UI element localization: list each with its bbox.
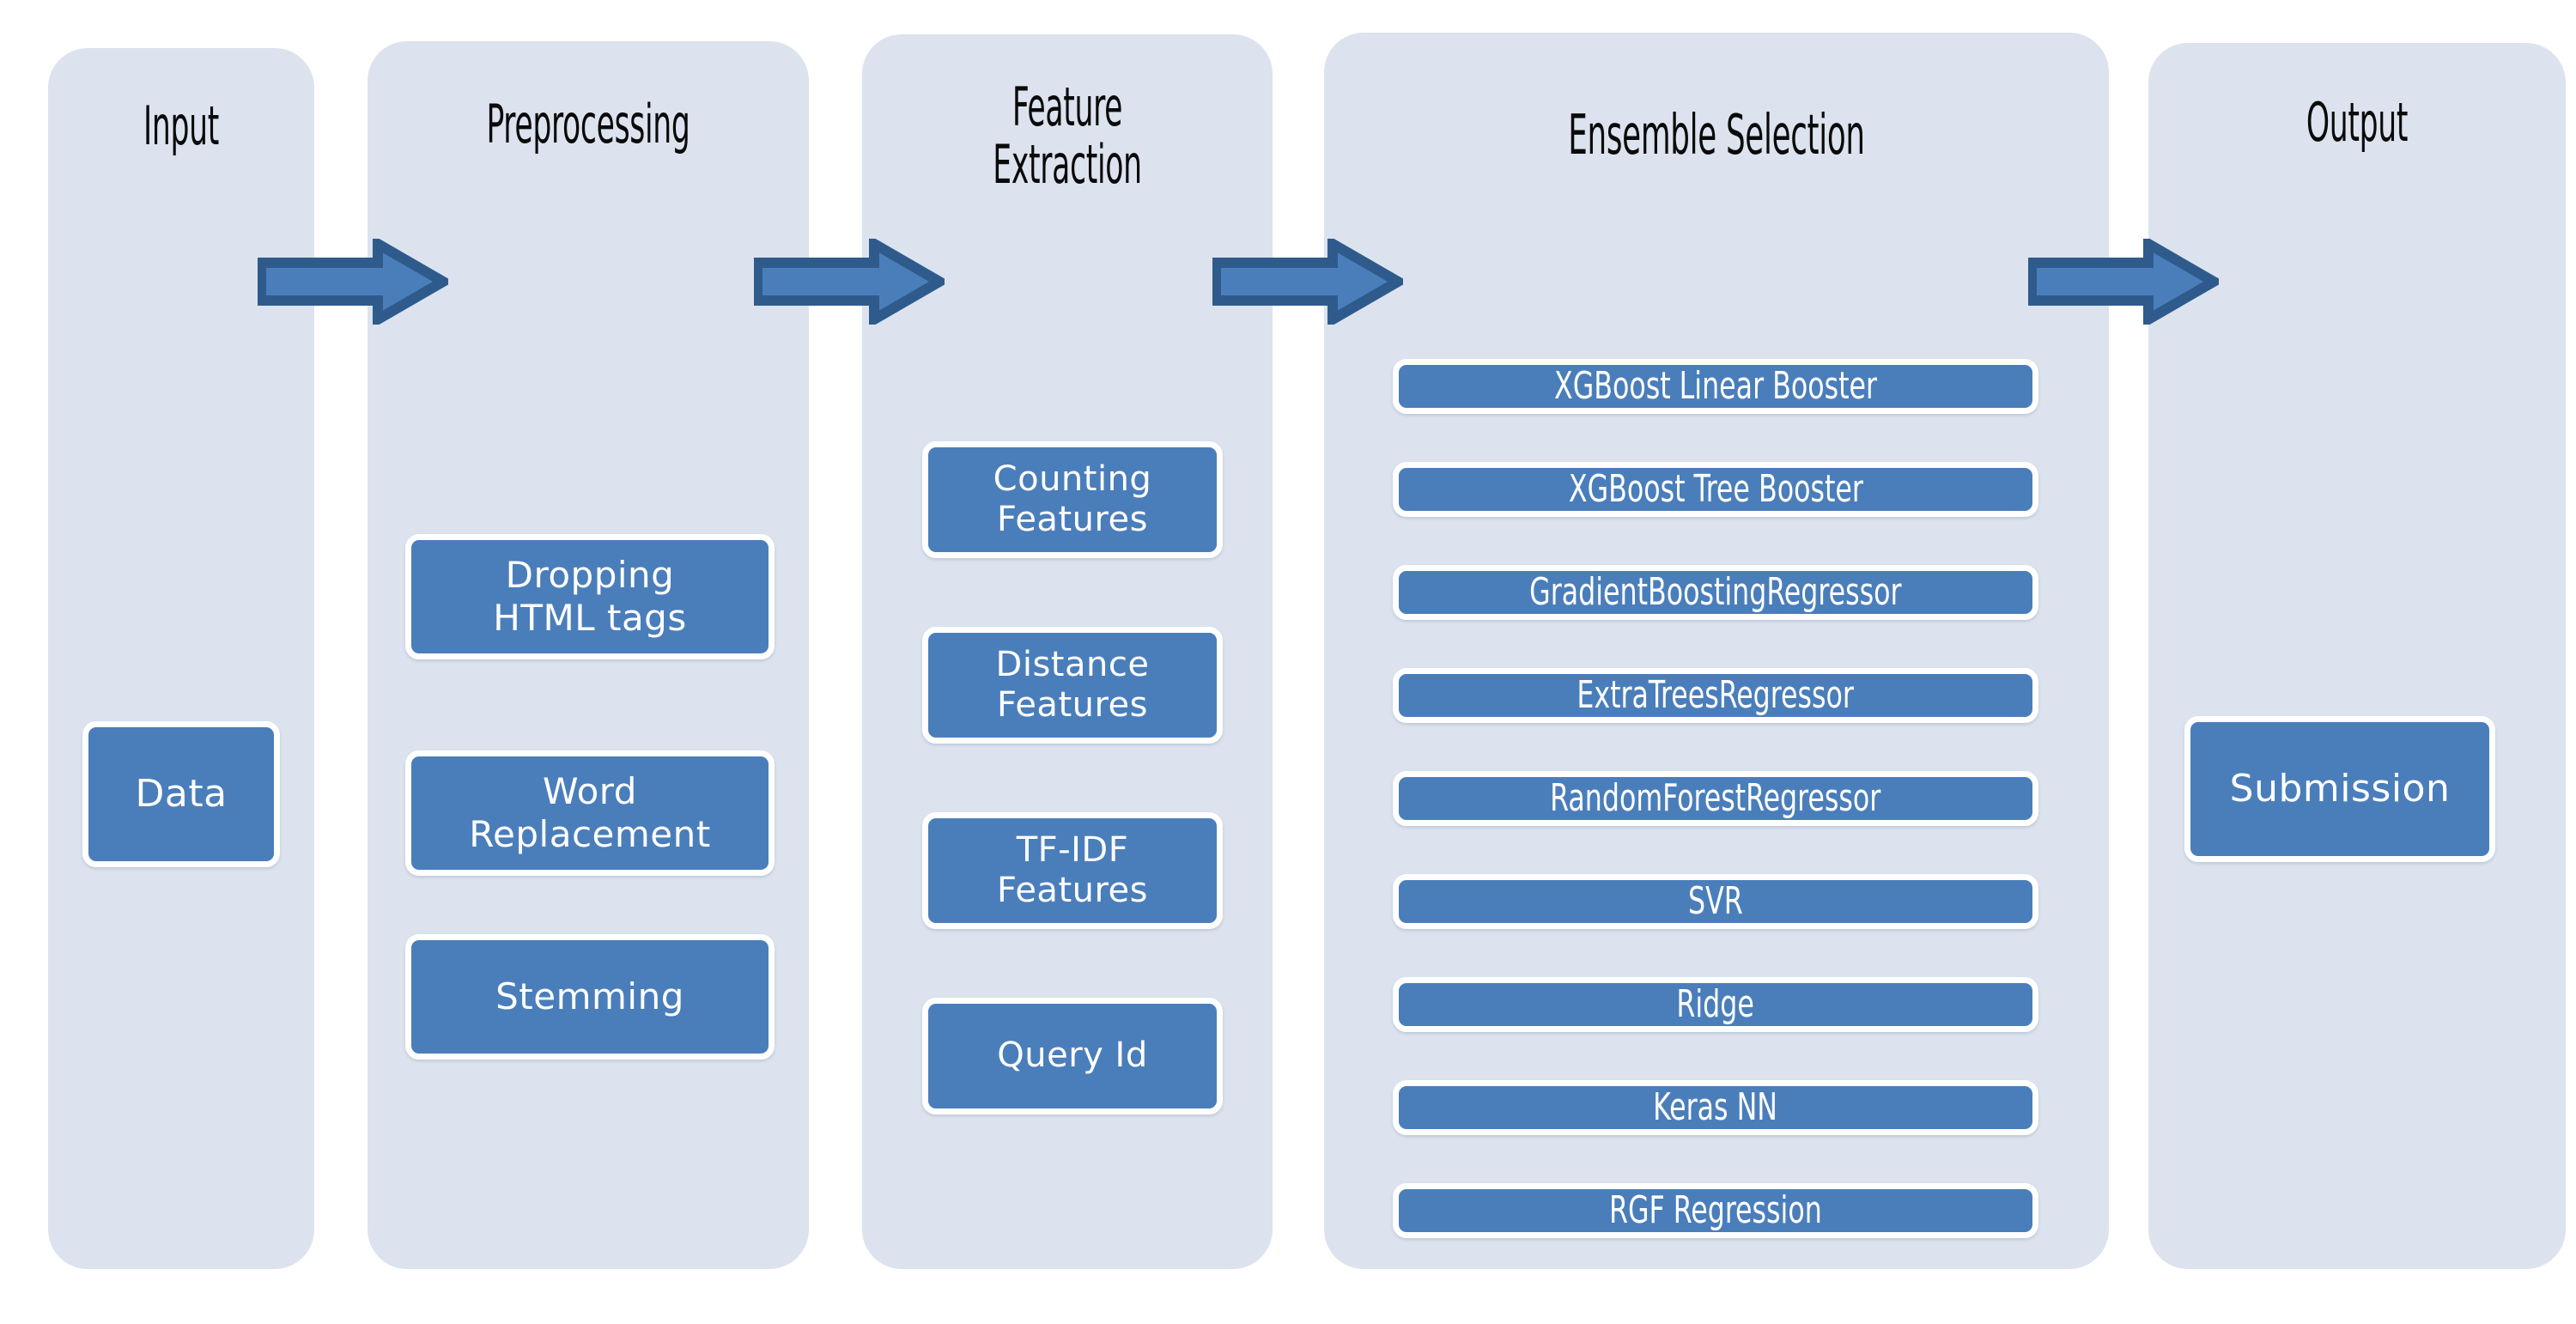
item-stemming-label: Stemming [495, 975, 684, 1018]
item-stemming: Stemming [405, 934, 775, 1060]
item-svr: SVR [1393, 874, 2038, 929]
item-gradient-boosting-regressor-label: GradientBoostingRegressor [1529, 570, 1902, 615]
arrow-preprocessing-to-feature-extraction [754, 239, 945, 325]
arrow-input-to-preprocessing [258, 239, 448, 325]
item-data: Data [82, 721, 280, 867]
item-extra-trees-regressor: ExtraTreesRegressor [1393, 668, 2038, 723]
item-tfidf-features-label: TF-IDF Features [997, 829, 1148, 910]
item-extra-trees-regressor-label: ExtraTreesRegressor [1577, 673, 1855, 718]
item-word-replacement-label: Word Replacement [469, 770, 711, 855]
item-xgboost-linear-booster-label: XGBoost Linear Booster [1553, 364, 1877, 409]
stage-title-feature-extraction: Feature Extraction [993, 76, 1142, 196]
item-ridge: Ridge [1393, 977, 2038, 1032]
item-distance-features: Distance Features [922, 627, 1223, 744]
item-random-forest-regressor-label: RandomForestRegressor [1550, 776, 1881, 821]
stage-title-input: Input [143, 94, 220, 157]
item-data-label: Data [135, 772, 228, 817]
stage-panel-input: Input Data [48, 48, 314, 1269]
item-tfidf-features: TF-IDF Features [922, 812, 1223, 929]
stage-title-output: Output [2306, 91, 2409, 154]
item-dropping-html-tags: Dropping HTML tags [405, 534, 775, 659]
item-submission-label: Submission [2229, 767, 2451, 811]
item-xgboost-tree-booster-label: XGBoost Tree Booster [1568, 467, 1863, 512]
item-gradient-boosting-regressor: GradientBoostingRegressor [1393, 565, 2038, 620]
item-distance-features-label: Distance Features [995, 644, 1150, 725]
stage-panel-preprocessing: Preprocessing Dropping HTML tags Word Re… [368, 41, 809, 1269]
stage-panel-output: Output Submission [2148, 43, 2566, 1269]
stage-panel-ensemble-selection: Ensemble Selection XGBoost Linear Booste… [1324, 33, 2109, 1269]
arrow-ensemble-selection-to-output [2028, 239, 2219, 325]
stage-panel-feature-extraction: Feature Extraction Counting Features Dis… [862, 34, 1273, 1269]
item-rgf-regression: RGF Regression [1393, 1183, 2038, 1238]
item-keras-nn-label: Keras NN [1653, 1085, 1778, 1130]
item-query-id: Query Id [922, 998, 1223, 1114]
item-counting-features-label: Counting Features [993, 459, 1152, 539]
item-counting-features: Counting Features [922, 441, 1223, 558]
item-keras-nn: Keras NN [1393, 1080, 2038, 1135]
item-rgf-regression-label: RGF Regression [1609, 1188, 1822, 1233]
item-random-forest-regressor: RandomForestRegressor [1393, 771, 2038, 826]
stage-title-preprocessing: Preprocessing [486, 93, 690, 155]
item-xgboost-tree-booster: XGBoost Tree Booster [1393, 462, 2038, 517]
item-xgboost-linear-booster: XGBoost Linear Booster [1393, 359, 2038, 414]
item-ridge-label: Ridge [1676, 982, 1755, 1027]
item-word-replacement: Word Replacement [405, 750, 775, 876]
arrow-feature-extraction-to-ensemble-selection [1212, 239, 1403, 325]
item-dropping-html-tags-label: Dropping HTML tags [493, 554, 687, 639]
stage-title-ensemble-selection: Ensemble Selection [1568, 104, 1865, 167]
item-svr-label: SVR [1688, 879, 1743, 924]
item-query-id-label: Query Id [997, 1036, 1148, 1076]
item-submission: Submission [2184, 716, 2495, 862]
